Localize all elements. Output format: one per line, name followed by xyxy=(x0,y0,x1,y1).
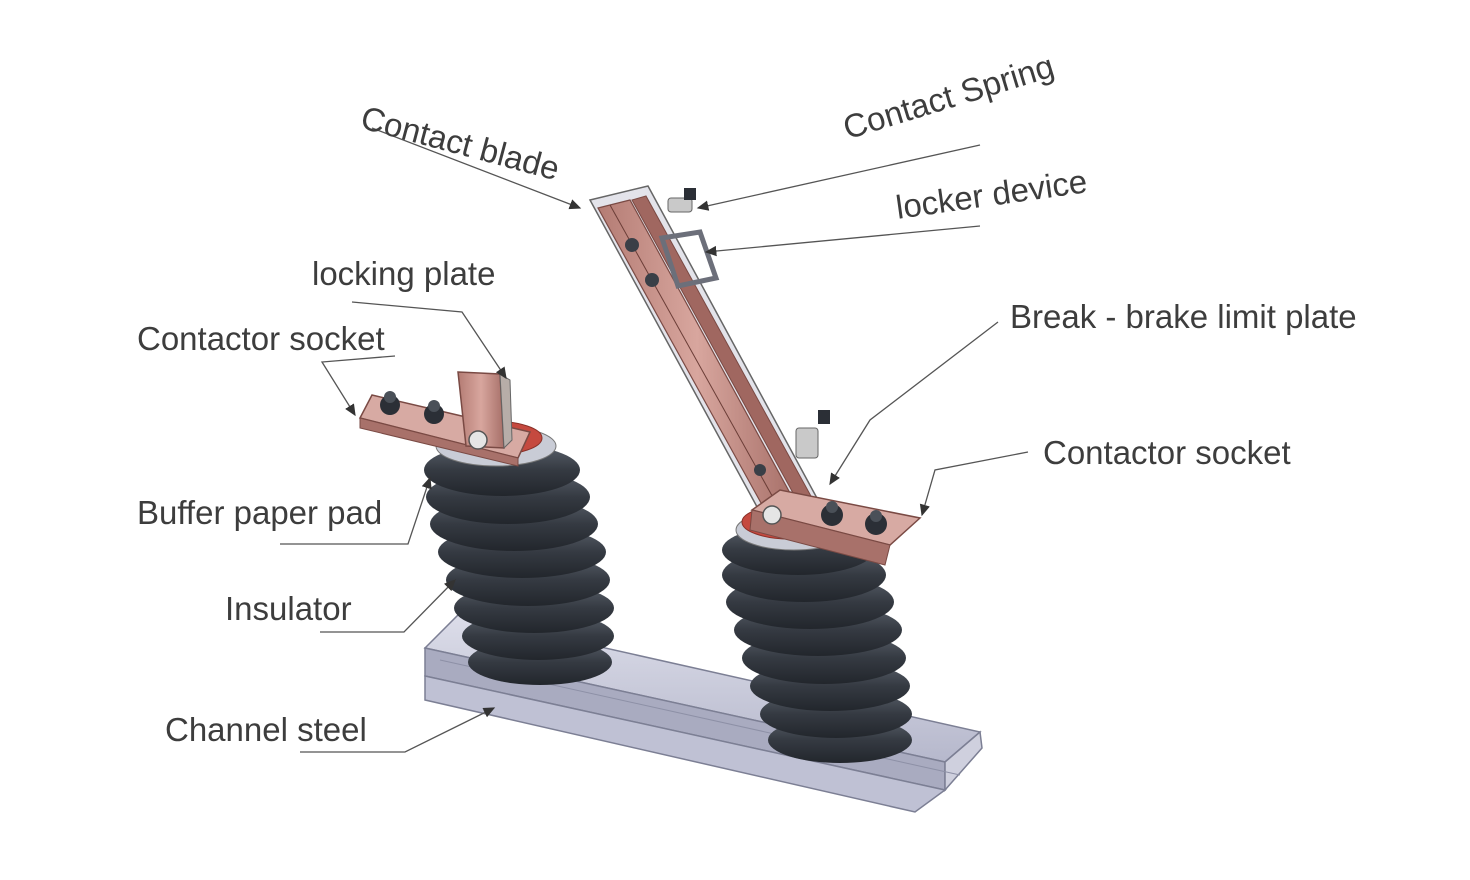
contact-blade xyxy=(588,185,830,517)
leader-break-brake xyxy=(829,321,999,486)
leader-locker-device xyxy=(704,225,981,257)
leader-channel-steel xyxy=(300,707,496,753)
label-insulator: Insulator xyxy=(225,590,352,627)
leader-contactor-socket-left xyxy=(320,355,396,417)
leader-contactor-socket-right xyxy=(919,451,1029,517)
label-contactor-socket-left: Contactor socket xyxy=(137,320,385,357)
leader-buffer-pad xyxy=(280,476,432,545)
label-break-brake-limit-plate: Break - brake limit plate xyxy=(1010,298,1357,335)
label-channel-steel: Channel steel xyxy=(165,711,367,748)
right-contactor-socket xyxy=(749,489,922,566)
leader-locking-plate xyxy=(351,301,507,380)
contact-spring xyxy=(667,188,696,213)
left-contactor-socket xyxy=(358,371,532,467)
leader-contact-blade xyxy=(371,127,582,210)
leader-insulator xyxy=(320,579,456,633)
label-contactor-socket-right: Contactor socket xyxy=(1043,434,1291,471)
label-locking-plate: locking plate xyxy=(312,255,496,292)
leader-lines xyxy=(280,127,1029,753)
leader-contact-spring xyxy=(696,144,981,211)
label-buffer-paper-pad: Buffer paper pad xyxy=(137,494,383,531)
